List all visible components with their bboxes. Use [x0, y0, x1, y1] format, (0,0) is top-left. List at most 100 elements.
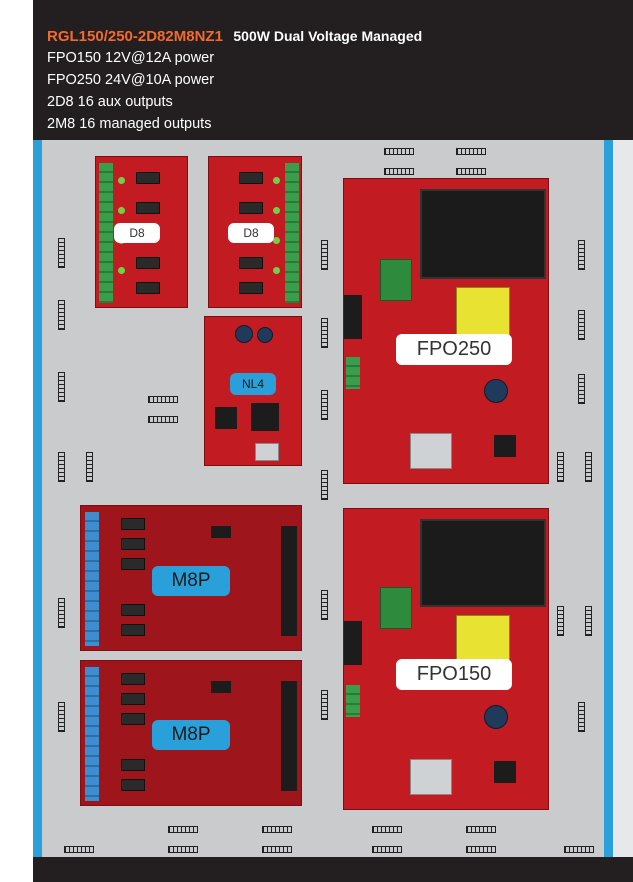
- ic-chip: [215, 407, 237, 429]
- mount-slot: [384, 168, 414, 175]
- relay: [239, 282, 263, 294]
- ic-chip: [494, 435, 516, 457]
- fpo250-board: [343, 178, 549, 484]
- relay: [136, 257, 160, 269]
- capacitor: [484, 379, 508, 403]
- relay: [121, 673, 145, 685]
- relay: [136, 172, 160, 184]
- terminal-block: [285, 163, 299, 303]
- mount-slot: [148, 396, 178, 403]
- inductor-coil: [456, 615, 510, 667]
- mount-slot: [321, 470, 328, 500]
- d8-left-label: D8: [114, 223, 160, 243]
- mount-slot: [321, 240, 328, 270]
- mount-slot: [372, 826, 402, 833]
- status-led: [273, 177, 280, 184]
- fpo250-label: FPO250: [396, 334, 512, 365]
- nl4-label: NL4: [230, 373, 276, 395]
- terminal-block: [85, 667, 99, 801]
- control-module: [380, 259, 412, 301]
- mount-slot: [585, 452, 592, 482]
- mount-slot: [557, 452, 564, 482]
- mount-slot: [148, 416, 178, 423]
- transformer: [420, 189, 546, 279]
- terminal-block: [344, 295, 362, 339]
- mount-slot: [578, 310, 585, 340]
- mount-slot: [168, 826, 198, 833]
- relay: [239, 202, 263, 214]
- relay: [239, 257, 263, 269]
- m8p-bottom-label: M8P: [152, 720, 230, 750]
- terminal-block: [99, 163, 113, 303]
- mount-slot: [578, 374, 585, 404]
- capacitor: [235, 325, 253, 343]
- mount-slot: [262, 846, 292, 853]
- mount-slot: [58, 702, 65, 732]
- relay: [121, 624, 145, 636]
- mount-slot: [585, 606, 592, 636]
- mount-slot: [64, 846, 94, 853]
- mount-slot: [456, 168, 486, 175]
- relay: [121, 693, 145, 705]
- ic-chip: [251, 403, 279, 431]
- mount-slot: [456, 148, 486, 155]
- connector-strip: [281, 526, 297, 636]
- ethernet-port: [255, 443, 279, 461]
- mount-slot: [321, 318, 328, 348]
- fpo150-board: [343, 508, 549, 810]
- mount-slot: [86, 452, 93, 482]
- m8p-top-label: M8P: [152, 566, 230, 596]
- relay: [239, 172, 263, 184]
- footer-bar: [33, 857, 633, 882]
- inductor-coil: [456, 287, 510, 341]
- relay: [136, 202, 160, 214]
- terminal-block: [344, 621, 362, 665]
- heatsink: [410, 759, 452, 795]
- mount-slot: [58, 598, 65, 628]
- right-rail: [604, 140, 613, 860]
- mount-slot: [384, 148, 414, 155]
- spec-line-3: 2D8 16 aux outputs: [47, 94, 173, 110]
- mount-slot: [262, 826, 292, 833]
- mount-slot: [564, 846, 594, 853]
- mount-slot: [321, 590, 328, 620]
- relay: [121, 713, 145, 725]
- control-module: [380, 587, 412, 629]
- relay: [121, 518, 145, 530]
- ic-chip: [494, 761, 516, 783]
- connector-strip: [281, 681, 297, 791]
- mount-slot: [58, 300, 65, 330]
- mount-slot: [466, 826, 496, 833]
- mount-slot: [466, 846, 496, 853]
- spec-line-2: FPO250 24V@10A power: [47, 72, 215, 88]
- heatsink: [410, 433, 452, 469]
- mount-slot: [372, 846, 402, 853]
- mount-slot: [58, 238, 65, 268]
- mount-slot: [58, 372, 65, 402]
- relay: [121, 759, 145, 771]
- status-led: [118, 177, 125, 184]
- fpo150-label: FPO150: [396, 659, 512, 690]
- terminal-block: [346, 685, 360, 717]
- status-led: [273, 267, 280, 274]
- relay: [121, 604, 145, 616]
- transformer: [420, 519, 546, 607]
- mount-slot: [578, 702, 585, 732]
- relay: [136, 282, 160, 294]
- model-number: RGL150/250-2D82M8NZ1: [47, 28, 223, 45]
- d8-right-label: D8: [228, 223, 274, 243]
- status-led: [273, 207, 280, 214]
- mount-slot: [321, 690, 328, 720]
- ic-chip: [211, 526, 231, 538]
- mount-slot: [557, 606, 564, 636]
- title-row: RGL150/250-2D82M8NZ1 500W Dual Voltage M…: [47, 28, 422, 46]
- mount-slot: [168, 846, 198, 853]
- mount-slot: [321, 390, 328, 420]
- capacitor: [257, 327, 273, 343]
- relay: [121, 558, 145, 570]
- status-led: [118, 207, 125, 214]
- mount-slot: [578, 240, 585, 270]
- status-led: [118, 267, 125, 274]
- right-edge: [613, 140, 633, 860]
